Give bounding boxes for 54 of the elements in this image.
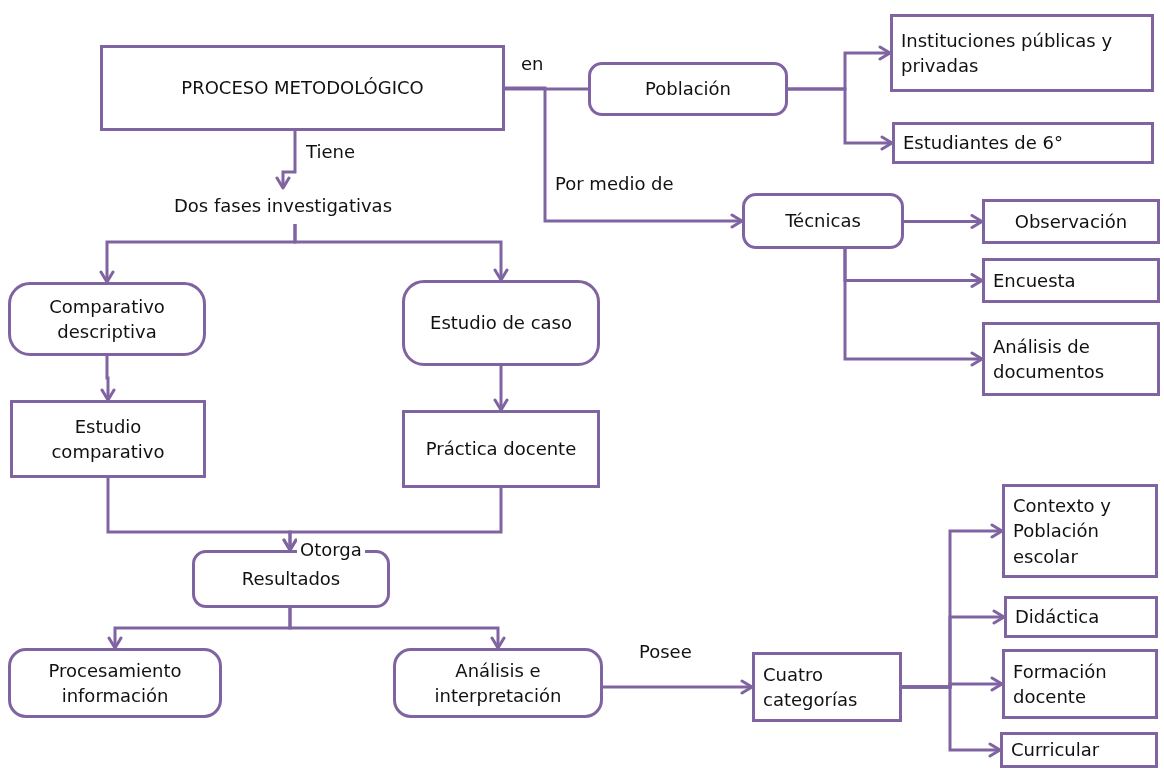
arrow bbox=[904, 214, 984, 229]
concept-box bbox=[982, 258, 1160, 303]
node-label: Curricular bbox=[1011, 738, 1100, 763]
arrow bbox=[293, 224, 509, 282]
rounded-box bbox=[8, 648, 222, 718]
phase-text: Dos fases investigativas bbox=[173, 194, 392, 219]
concept-box bbox=[402, 410, 600, 488]
node-label: Observación bbox=[1014, 209, 1128, 234]
concept-box bbox=[1000, 732, 1158, 768]
arrow bbox=[505, 86, 744, 229]
rounded-box bbox=[393, 648, 603, 718]
connector-line bbox=[505, 87, 588, 91]
node-label: PROCESO METODOLÓGICO bbox=[181, 76, 424, 101]
arrow bbox=[603, 679, 754, 695]
concept-box bbox=[1002, 484, 1158, 578]
node-label: Comparativo descriptiva bbox=[48, 294, 166, 344]
edge-label: Otorga bbox=[297, 538, 365, 562]
arrow bbox=[902, 685, 1002, 758]
arrow bbox=[288, 608, 506, 650]
node-label: Estudio comparativo bbox=[50, 414, 166, 464]
node-label: Encuesta bbox=[993, 268, 1076, 293]
node-label: Instituciones públicas y privadas bbox=[901, 28, 1114, 78]
node-label: Técnicas bbox=[785, 209, 861, 234]
node-label: Población bbox=[645, 77, 731, 102]
rounded-box bbox=[742, 193, 904, 249]
rounded-box bbox=[588, 62, 788, 116]
node-label: Didáctica bbox=[1015, 605, 1100, 630]
arrow bbox=[788, 87, 894, 151]
concept-box bbox=[1004, 596, 1158, 638]
arrow bbox=[843, 249, 984, 367]
concept-box bbox=[982, 322, 1160, 396]
rounded-box bbox=[402, 280, 600, 366]
concept-box bbox=[752, 652, 902, 722]
node-label: Estudio de caso bbox=[430, 311, 572, 336]
arrow bbox=[275, 131, 297, 190]
arrow bbox=[100, 356, 116, 402]
concept-box bbox=[100, 45, 505, 131]
node-label: Estudiantes de 6° bbox=[903, 131, 1063, 156]
concept-box bbox=[982, 199, 1160, 244]
arrow bbox=[282, 488, 503, 552]
node-label: Cuatro categorías bbox=[763, 662, 859, 712]
node-label: Análisis e interpretación bbox=[433, 658, 563, 708]
rounded-box bbox=[8, 282, 206, 356]
concept-box bbox=[10, 400, 206, 478]
arrow bbox=[493, 366, 509, 412]
node-label: Formación docente bbox=[1013, 659, 1108, 709]
node-label: Análisis de documentos bbox=[993, 334, 1106, 384]
node-label: Resultados bbox=[241, 567, 341, 592]
concept-box bbox=[892, 122, 1154, 164]
node-label: Procesamiento información bbox=[47, 658, 183, 708]
node-label: Contexto y Población escolar bbox=[1013, 494, 1112, 569]
node-label: Práctica docente bbox=[425, 437, 577, 462]
concept-box bbox=[1002, 649, 1158, 719]
concept-box bbox=[890, 14, 1154, 92]
